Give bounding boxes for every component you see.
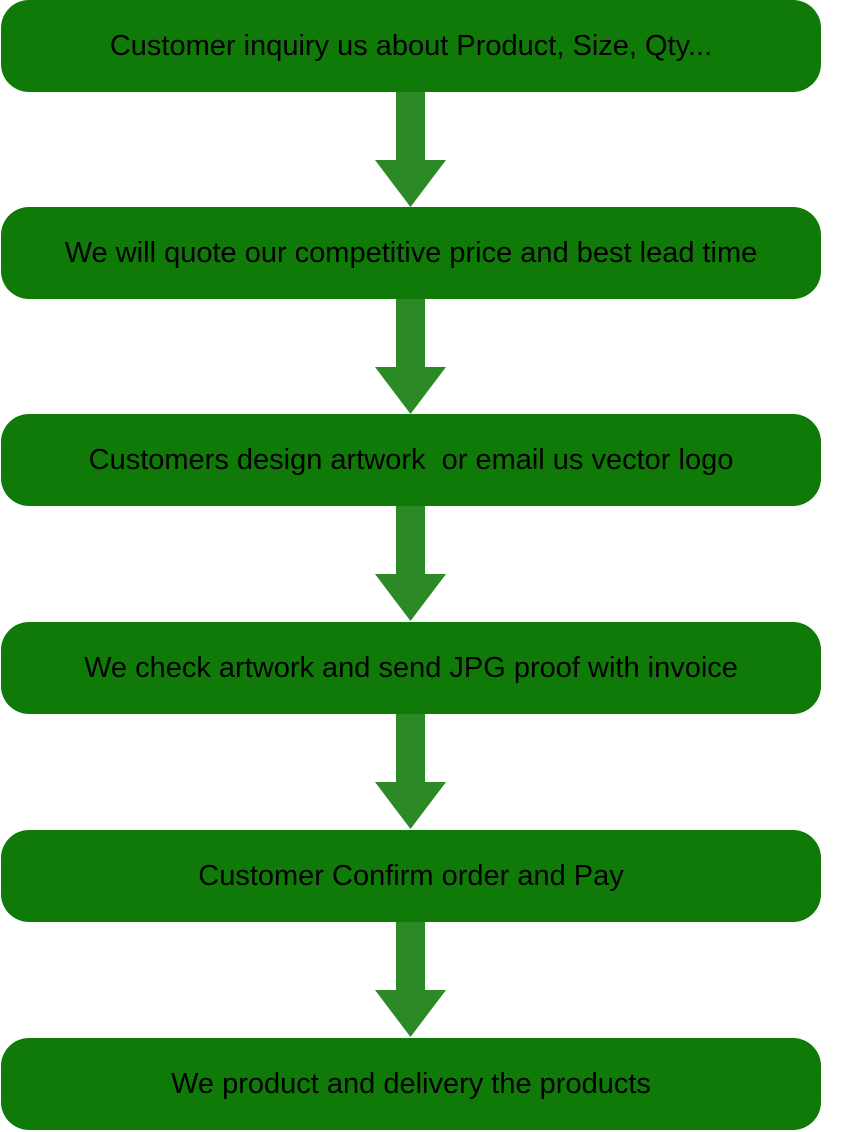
step-label: We product and delivery the products [171,1067,651,1100]
step-production-delivery: We product and delivery the products [1,1038,821,1130]
down-arrow-icon [375,922,446,1037]
step-design-artwork: Customers design artwork or email us vec… [1,414,821,506]
down-arrow-icon [375,714,446,829]
down-arrow-icon [375,92,446,207]
down-arrow-icon [375,299,446,414]
step-label: We will quote our competitive price and … [64,236,758,269]
step-label: Customers design artwork or email us vec… [88,443,734,476]
step-label: Customer inquiry us about Product, Size,… [109,29,713,62]
step-check-artwork: We check artwork and send JPG proof with… [1,622,821,714]
step-customer-inquiry: Customer inquiry us about Product, Size,… [1,0,821,92]
step-label: Customer Confirm order and Pay [198,859,624,892]
step-confirm-pay: Customer Confirm order and Pay [1,830,821,922]
step-quote-price: We will quote our competitive price and … [1,207,821,299]
down-arrow-icon [375,506,446,621]
step-label: We check artwork and send JPG proof with… [84,651,738,684]
